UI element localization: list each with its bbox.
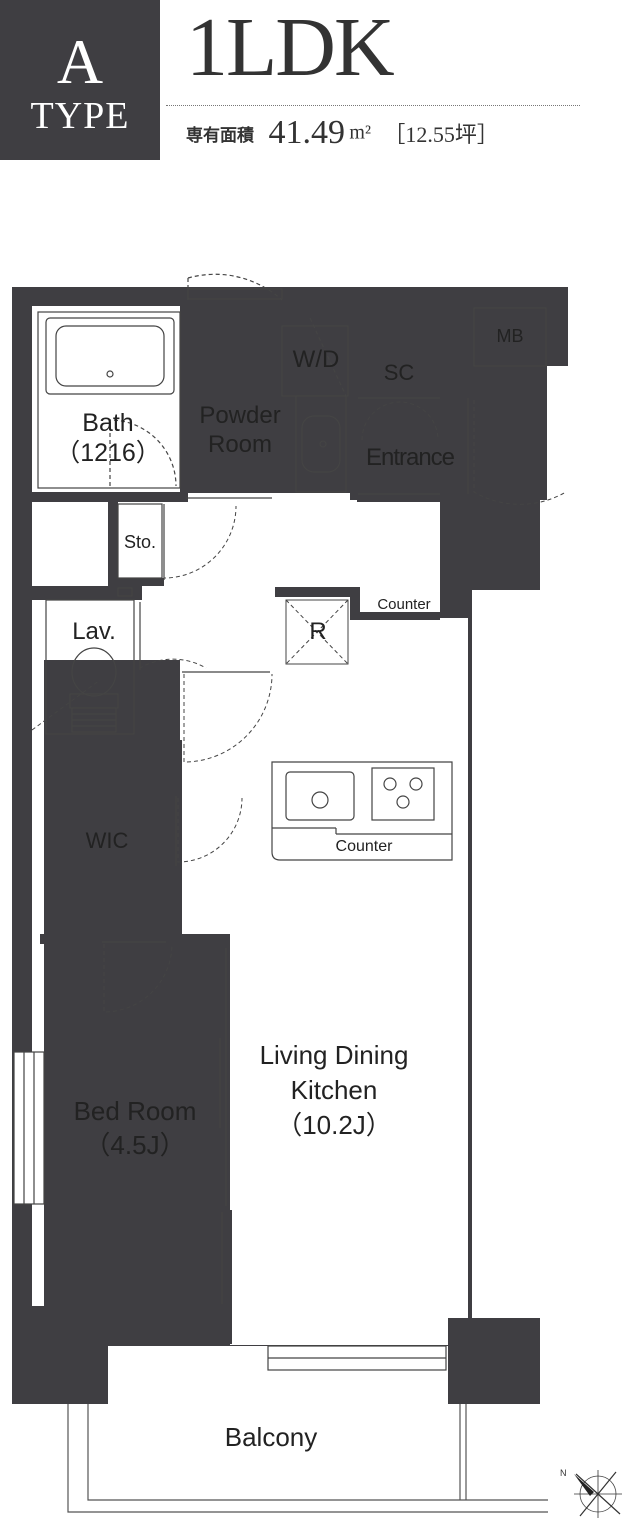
interior-walls xyxy=(32,287,568,1344)
sc-label: SC xyxy=(383,360,415,385)
mb-label: MB xyxy=(496,326,524,346)
bath-size: （1216） xyxy=(55,439,161,467)
powder-room-line1: Powder xyxy=(199,402,281,429)
balcony-outline xyxy=(67,1404,548,1513)
door-frames xyxy=(102,398,469,1304)
type-letter: A xyxy=(56,26,104,97)
bath-name: Bath xyxy=(82,409,134,437)
header-divider xyxy=(166,105,580,106)
area-label: 専有面積 xyxy=(186,125,254,145)
plan-type-title: 1LDK xyxy=(186,1,395,94)
floor-area: 専有面積 41.49 m² ［12.55坪］ xyxy=(186,114,499,154)
washroom-fixtures xyxy=(187,273,349,493)
refrigerator-label: R xyxy=(309,618,327,645)
bedroom-label: Bed Room （4.5J） xyxy=(52,1094,218,1162)
storage-label: Sto. xyxy=(123,532,157,552)
area-tsubo: ［12.55坪］ xyxy=(383,122,499,147)
bath-label: Bath （1216） xyxy=(52,408,164,468)
toilet xyxy=(45,599,135,735)
refrigerator-space xyxy=(285,599,349,665)
windows xyxy=(13,288,447,1371)
ldk-line2: Kitchen xyxy=(290,1075,378,1105)
ldk-line1: Living Dining xyxy=(259,1040,409,1070)
wd-label: W/D xyxy=(292,346,340,373)
wic-label: WIC xyxy=(85,828,129,853)
type-word: TYPE xyxy=(30,95,130,137)
balcony-label: Balcony xyxy=(224,1422,318,1452)
area-unit: m² xyxy=(349,121,371,144)
ldk-size: （10.2J） xyxy=(276,1110,392,1140)
counter-top-label: Counter xyxy=(377,596,431,613)
kitchen-counter xyxy=(271,761,453,861)
compass-north: N xyxy=(560,1468,567,1478)
openings xyxy=(14,1052,446,1402)
bedroom-name: Bed Room xyxy=(73,1096,197,1126)
storage-closet xyxy=(117,503,163,597)
powder-room-line2: Room xyxy=(207,431,273,458)
bedroom-size: （4.5J） xyxy=(84,1130,186,1160)
compass-rose xyxy=(574,1470,622,1518)
door-swings xyxy=(31,400,567,1013)
ldk-label: Living Dining Kitchen （10.2J） xyxy=(236,1038,432,1143)
bathtub xyxy=(37,311,181,489)
outer-wall xyxy=(12,287,568,1404)
counter-kitchen-label: Counter xyxy=(335,838,393,855)
entrance-closet xyxy=(358,307,547,495)
powder-room-label: Powder Room xyxy=(186,401,294,459)
entrance-label: Entrance xyxy=(365,444,455,471)
lavatory-label: Lav. xyxy=(72,618,116,645)
area-value: 41.49 xyxy=(268,114,345,151)
type-badge: A TYPE xyxy=(0,0,160,160)
